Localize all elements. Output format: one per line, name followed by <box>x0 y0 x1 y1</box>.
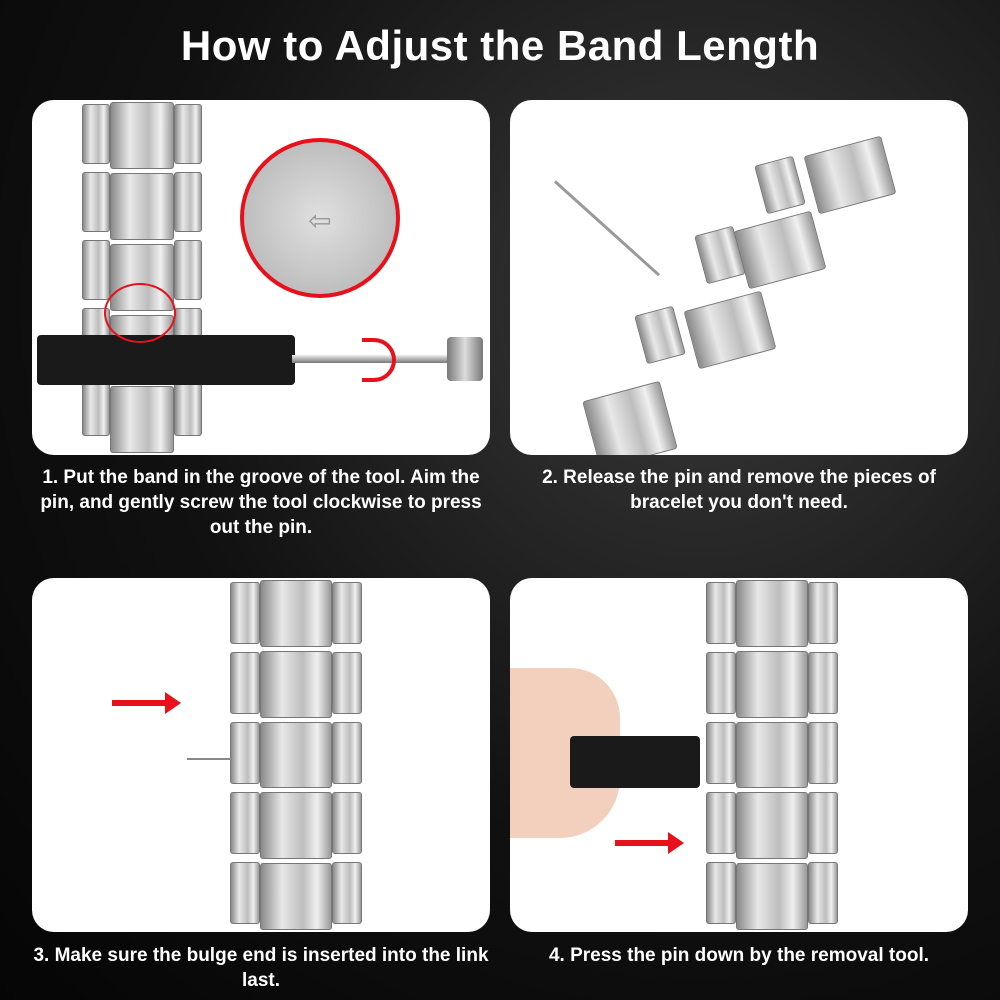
pin-removal-tool <box>570 736 700 788</box>
pin-removal-tool <box>37 335 295 385</box>
link-piece <box>803 135 897 215</box>
red-arrow-icon <box>615 832 684 854</box>
step-1-caption: 1. Put the band in the groove of the too… <box>40 467 482 538</box>
step-1-image: ⇦ <box>32 100 490 455</box>
link-piece <box>634 305 686 365</box>
link-piece <box>733 210 827 290</box>
step-3-caption: 3. Make sure the bulge end is inserted i… <box>33 945 489 991</box>
step-2-caption: 2. Release the pin and remove the pieces… <box>542 467 936 513</box>
red-arrow-icon <box>112 692 181 714</box>
pin <box>553 180 661 277</box>
highlight-circle <box>104 283 176 343</box>
link-piece <box>683 290 777 370</box>
watch-band <box>230 578 362 932</box>
step-2-image <box>510 100 968 455</box>
tool-knob <box>447 337 483 381</box>
step-4-caption: 4. Press the pin down by the removal too… <box>548 945 930 966</box>
step-4-image <box>510 578 968 932</box>
pin <box>187 758 232 760</box>
arrow-engraving-icon: ⇦ <box>308 205 332 236</box>
link-piece <box>582 380 678 455</box>
watch-band <box>82 100 202 455</box>
clockwise-arrow-icon <box>362 338 396 382</box>
page-title: How to Adjust the Band Length <box>180 22 820 69</box>
watch-band <box>706 578 838 932</box>
zoom-detail-circle: ⇦ <box>240 138 400 298</box>
link-piece <box>754 155 806 215</box>
step-3-image <box>32 578 490 932</box>
